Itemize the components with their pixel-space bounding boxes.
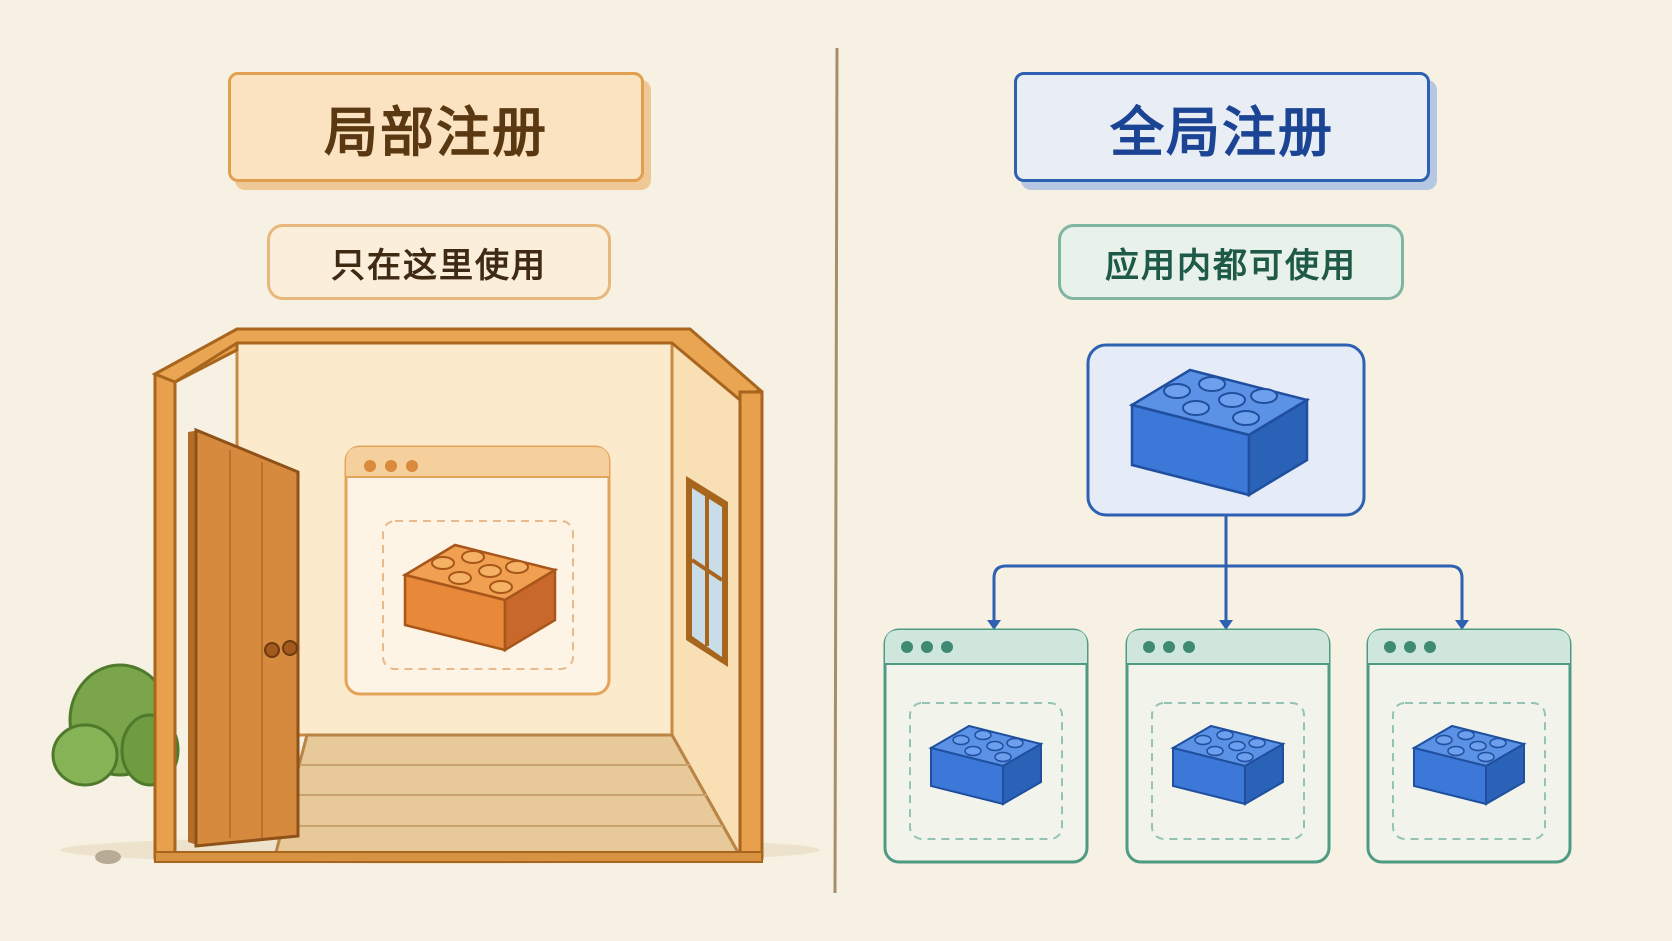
blue-brick-icon [1128,368,1311,498]
app-window-3 [1366,628,1572,864]
local-registration-title: 局部注册 [228,72,644,182]
center-divider [833,47,839,894]
global-registration-title: 全局注册 [1014,72,1430,182]
room-illustration [51,327,820,864]
app-window-1 [883,628,1089,864]
orange-brick-icon [401,543,559,653]
window-icon [686,476,728,667]
open-door-icon [188,427,300,848]
app-window-2 [1125,628,1331,864]
local-app-window [344,445,611,696]
connector-arrows [992,515,1464,620]
global-registration-subtitle: 应用内都可使用 [1058,224,1404,300]
local-registration-subtitle: 只在这里使用 [267,224,611,300]
global-tree [883,343,1572,864]
